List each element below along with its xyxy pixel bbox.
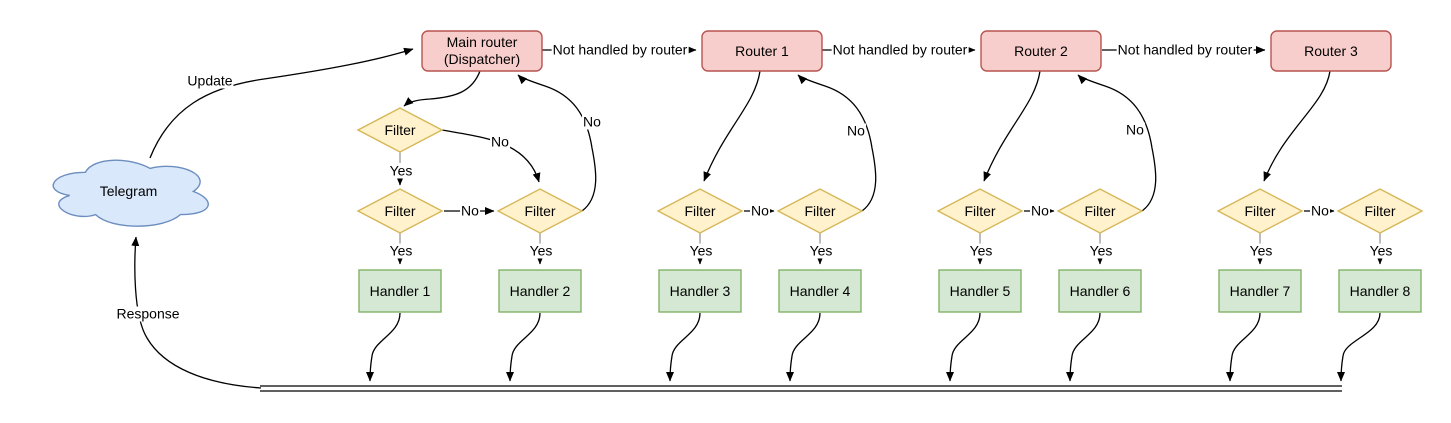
handler7-box <box>1218 269 1302 313</box>
handler6-box <box>1058 269 1142 313</box>
edge-handler5-to-bus <box>946 312 981 382</box>
filter-g-diamond <box>1056 188 1144 234</box>
filter-i-diamond <box>1336 188 1424 234</box>
edge-router3-to-filter-h <box>1263 70 1331 182</box>
filter-e-diamond <box>776 188 864 234</box>
filter-b-diamond <box>356 188 444 234</box>
edge-filter-e-no-loop <box>797 74 877 212</box>
edge-update <box>149 47 414 159</box>
filter-d-diamond <box>656 188 744 234</box>
router3-box <box>1270 30 1392 72</box>
handler1-box <box>358 269 442 313</box>
edge-main-to-filter-a <box>403 70 481 107</box>
edge-handler1-to-bus <box>366 312 401 382</box>
handler8-box <box>1338 269 1422 313</box>
filter-a-diamond <box>356 107 444 153</box>
router2-box <box>980 30 1102 72</box>
main-router-box <box>421 30 543 72</box>
edge-handler2-to-bus <box>506 312 541 382</box>
edge-handler6-to-bus <box>1066 312 1101 382</box>
edge-filter-a-no <box>441 129 541 183</box>
edge-router2-to-filter-f <box>983 70 1041 182</box>
handler4-box <box>778 269 862 313</box>
edge-filter-c-no-loop <box>517 74 597 212</box>
edge-filter-g-no-loop <box>1077 74 1157 212</box>
edge-router1-to-filter-d <box>703 70 761 182</box>
edge-handler4-to-bus <box>786 312 821 382</box>
handler3-box <box>658 269 742 313</box>
filter-f-diamond <box>936 188 1024 234</box>
edge-handler7-to-bus <box>1226 312 1261 382</box>
handler2-box <box>498 269 582 313</box>
edge-handler3-to-bus <box>666 312 701 382</box>
router1-box <box>701 30 823 72</box>
telegram-cloud <box>52 159 209 227</box>
handler5-box <box>938 269 1022 313</box>
filter-h-diamond <box>1216 188 1304 234</box>
edge-handler8-to-bus <box>1337 312 1381 382</box>
filter-c-diamond <box>496 188 584 234</box>
edge-response <box>131 236 262 389</box>
